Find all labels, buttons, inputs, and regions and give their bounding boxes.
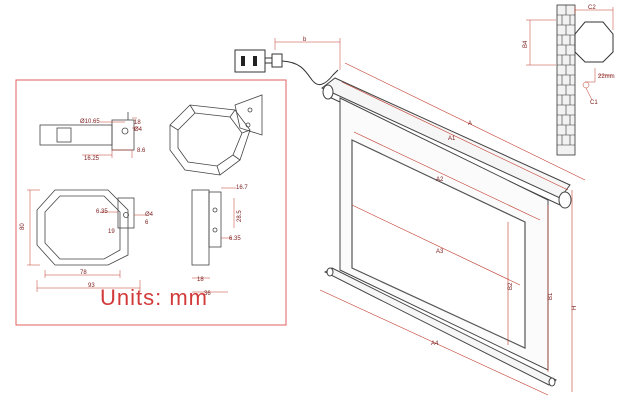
dim-19-oct: 19 — [108, 229, 115, 235]
dim-78: 78 — [80, 270, 87, 276]
dim-36: 36 — [204, 291, 211, 297]
power-cord — [281, 60, 339, 86]
dim-18-top: 18 — [134, 120, 141, 126]
dim-16-25: 16.25 — [84, 156, 100, 162]
dim-93: 93 — [88, 283, 95, 289]
screen-dimension-lines — [319, 62, 586, 396]
brick-wall — [556, 4, 576, 156]
dim-6-oct: 6 — [145, 220, 149, 226]
dim-b-cord: b — [303, 37, 307, 43]
side-bracket-view — [191, 189, 222, 266]
dim-overall-A: A — [468, 121, 472, 127]
dim-4-oct: Ø4 — [145, 212, 154, 218]
top-bracket-side-view — [39, 112, 135, 151]
detail-frame — [15, 79, 287, 326]
dim-22mm: 22mm — [598, 74, 615, 80]
power-outlet — [234, 49, 266, 73]
dim-80: 80 — [20, 223, 26, 230]
power-plug — [265, 53, 283, 68]
dim-A2: A2 — [436, 177, 444, 183]
dim-8-6: 8.6 — [137, 148, 146, 154]
dim-c1: C1 — [590, 100, 598, 106]
dim-b4: B4 — [523, 40, 529, 48]
dim-6-35-side: 6.35 — [229, 236, 241, 242]
wall-octagon-housing — [574, 21, 614, 63]
dim-c2: C2 — [588, 5, 596, 11]
dim-A4: A4 — [431, 341, 439, 347]
dim-6-35-oct: 6.35 — [96, 209, 108, 215]
dim-16-7: 16.7 — [236, 185, 248, 191]
screen-viewing-area — [351, 139, 526, 349]
dim-H: H — [572, 306, 578, 310]
dim-hole-diameter: Ø10.65 — [80, 119, 100, 125]
dim-4-top: Ø4 — [134, 127, 143, 133]
dim-28-5: 28.5 — [237, 210, 243, 222]
bracket-3d-view — [169, 94, 263, 176]
dim-A3: A3 — [436, 249, 444, 255]
dim-B1: B1 — [548, 292, 554, 300]
octagon-bracket-front-view — [36, 189, 135, 266]
dim-18-side: 18 — [197, 277, 204, 283]
screen-bottom-bar — [323, 267, 557, 387]
dim-B2: B2 — [508, 282, 514, 290]
units-label: Units: mm — [100, 285, 208, 310]
dim-A1: A1 — [448, 136, 456, 142]
